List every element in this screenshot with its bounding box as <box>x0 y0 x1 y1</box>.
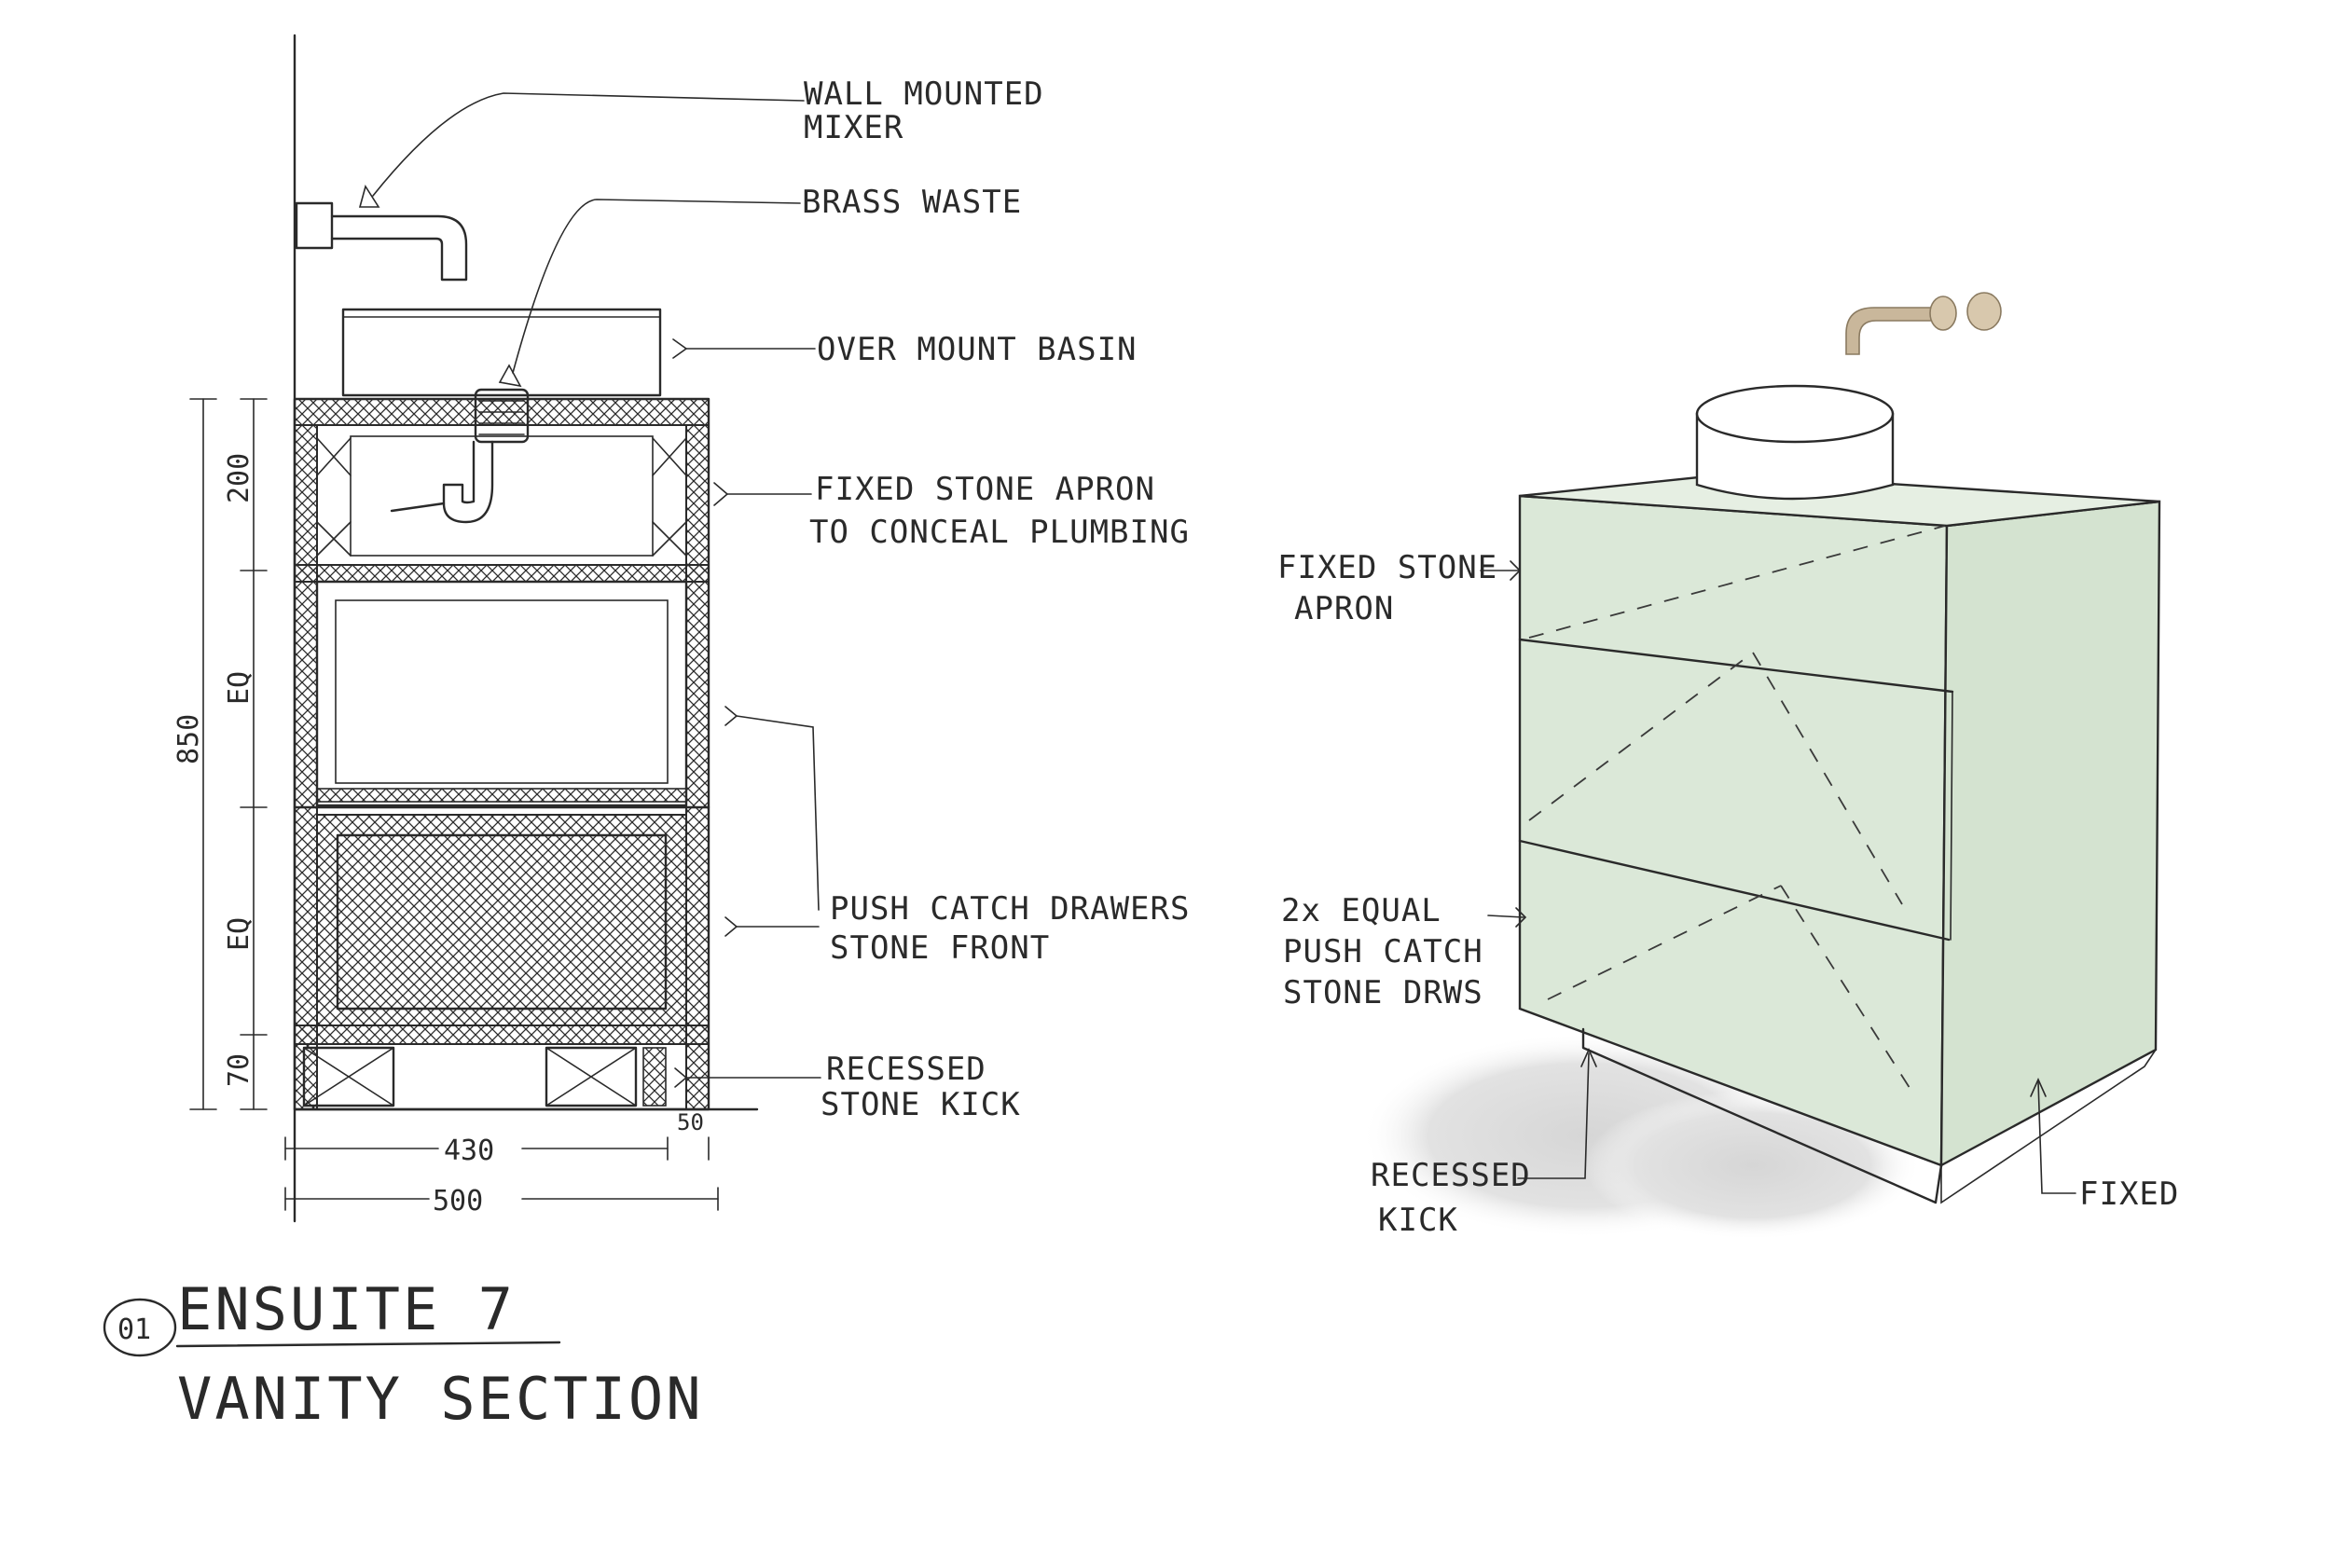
label-stone-front: STONE FRONT <box>830 929 1050 967</box>
persp-label-push-catch: PUSH CATCH <box>1283 933 1483 970</box>
title-line1: ENSUITE 7 <box>177 1275 516 1343</box>
persp-label-recessed: RECESSED <box>1371 1157 1531 1194</box>
section-leaders <box>358 92 821 1088</box>
persp-label-apron: APRON <box>1294 590 1394 627</box>
horizontal-dimensions <box>284 1136 719 1211</box>
vanity-cabinet <box>293 397 710 1111</box>
label-stone-kick: STONE KICK <box>821 1086 1021 1123</box>
persp-label-kick: KICK <box>1378 1202 1458 1239</box>
label-recessed: RECESSED <box>826 1051 986 1088</box>
label-over-mount-basin: OVER MOUNT BASIN <box>817 331 1138 368</box>
dim-eq-bottom: EQ <box>223 917 255 951</box>
perspective-basin <box>1695 384 1895 501</box>
label-fixed-stone-apron: FIXED STONE APRON <box>815 471 1155 508</box>
persp-label-stone-drws: STONE DRWS <box>1283 974 1483 1011</box>
vanity-section-drawing: 850 200 EQ EQ 70 430 50 500 <box>172 34 1190 1223</box>
label-push-catch-drawers: PUSH CATCH DRAWERS <box>830 890 1190 928</box>
cabinet-top <box>1519 472 2160 528</box>
recessed-kick <box>1581 1027 1943 1204</box>
over-mount-basin <box>341 308 662 397</box>
dim-kick-height: 70 <box>223 1053 255 1087</box>
dim-eq-top: EQ <box>223 671 255 705</box>
title-number: 01 <box>117 1314 151 1346</box>
dim-overall-height: 850 <box>172 714 205 764</box>
drawing-title: 01 ENSUITE 7 VANITY SECTION <box>103 1275 704 1433</box>
label-brass-waste: BRASS WASTE <box>802 184 1022 221</box>
cabinet-side-face <box>1939 500 2161 1168</box>
title-underline <box>175 1341 561 1348</box>
vertical-dimensions <box>189 398 268 1110</box>
dim-apron-height: 200 <box>223 453 255 503</box>
persp-label-2x-equal: 2x EQUAL <box>1281 892 1441 929</box>
label-conceal-plumbing: TO CONCEAL PLUMBING <box>809 514 1190 551</box>
title-number-circle <box>103 1298 177 1357</box>
title-line2: VANITY SECTION <box>177 1365 704 1433</box>
label-mixer: MIXER <box>804 109 903 146</box>
vanity-perspective-sketch: FIXED STONE APRON 2x EQUAL PUSH CATCH ST… <box>1277 292 2179 1240</box>
persp-label-fixed: FIXED <box>2079 1176 2179 1213</box>
label-wall-mounted: WALL MOUNTED <box>804 76 1044 113</box>
dim-overall-width: 500 <box>433 1185 483 1217</box>
drawer-seam <box>1518 839 1951 942</box>
persp-label-fixed-stone: FIXED STONE <box>1277 549 1497 586</box>
dim-recess: 50 <box>677 1109 704 1135</box>
wall-mixer-spout <box>295 201 468 282</box>
perspective-leaders <box>1480 560 2076 1194</box>
perspective-brass-mixer <box>1845 292 2002 355</box>
dim-inner-width: 430 <box>444 1135 494 1167</box>
